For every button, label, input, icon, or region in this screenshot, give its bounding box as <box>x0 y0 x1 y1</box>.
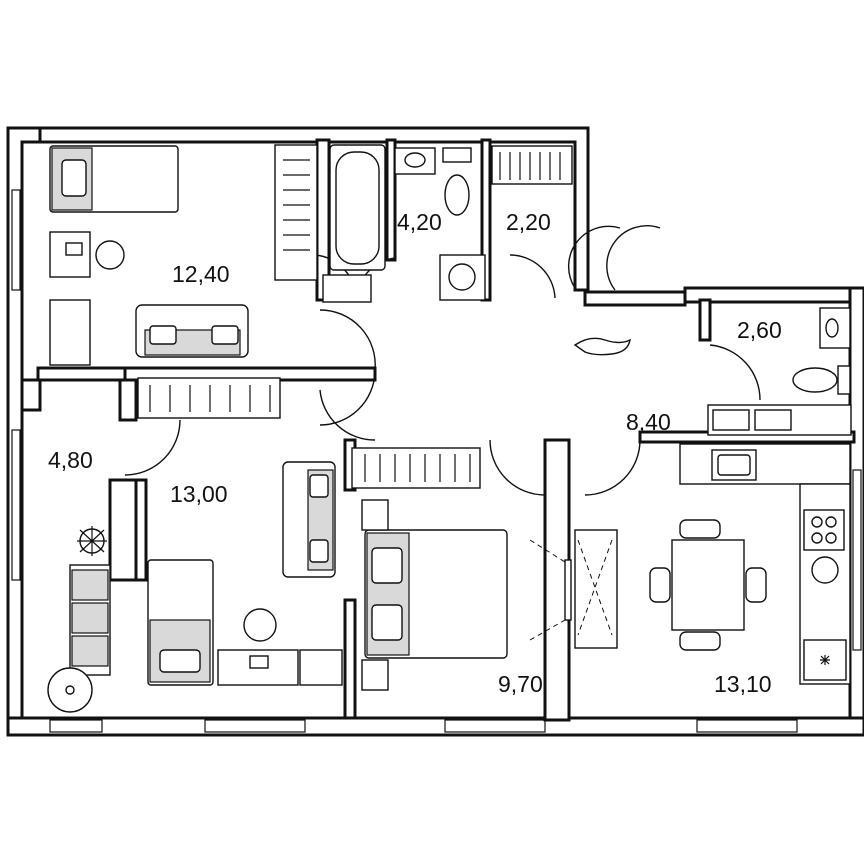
chair-bottom <box>679 631 721 651</box>
area-label-toilet: 2,20 <box>506 209 551 235</box>
area-label-hall: 8,40 <box>626 409 671 435</box>
bottom-bedroom-furniture <box>351 447 572 691</box>
living-shelf <box>299 649 343 686</box>
area-label-living-room: 13,00 <box>170 481 228 507</box>
area-label-balcony: 4,80 <box>48 447 93 473</box>
interior-walls <box>20 138 856 722</box>
living-chair <box>243 608 277 642</box>
area-label-kitchen: 13,10 <box>714 671 772 697</box>
top-bedroom-furniture <box>49 144 318 419</box>
dining-table <box>671 539 745 631</box>
hall-furniture <box>573 337 852 436</box>
bedroom-wardrobe <box>351 447 481 489</box>
nightstand-top <box>361 499 389 531</box>
tv-panel <box>564 559 572 621</box>
dog-icon <box>573 337 631 356</box>
bathroom-fixtures <box>322 144 573 303</box>
washing-machine <box>322 274 372 303</box>
chair-top <box>679 519 721 539</box>
room-labels: 12,40 4,20 2,20 2,60 8,40 4,80 13,00 9,7… <box>48 209 782 697</box>
area-label-guest-wc: 2,60 <box>737 317 782 343</box>
area-label-bedroom-top: 12,40 <box>172 261 230 287</box>
cooktop <box>803 509 845 551</box>
nightstand-bottom <box>361 659 389 691</box>
living-room-furniture <box>147 461 343 686</box>
toilet <box>444 174 470 216</box>
outer-walls <box>6 126 864 737</box>
area-label-bathroom: 4,20 <box>397 209 442 235</box>
kitchen-counter-top <box>679 443 851 485</box>
wc-toilet <box>792 367 838 393</box>
chair-right <box>745 567 767 603</box>
guest-wc-fixtures <box>792 307 851 395</box>
oven <box>811 556 839 584</box>
wardrobe-top <box>274 144 318 281</box>
door-swings <box>124 225 761 496</box>
shelf-unit <box>491 145 573 185</box>
area-label-bedroom-bottom: 9,70 <box>498 671 543 697</box>
chair-left <box>649 567 671 603</box>
kitchen-cabinet <box>574 529 618 649</box>
wardrobe-hall <box>137 377 281 419</box>
balcony-furniture <box>47 526 111 713</box>
kitchen-furniture <box>574 443 851 685</box>
chair <box>95 240 125 270</box>
bookshelf <box>49 299 91 366</box>
